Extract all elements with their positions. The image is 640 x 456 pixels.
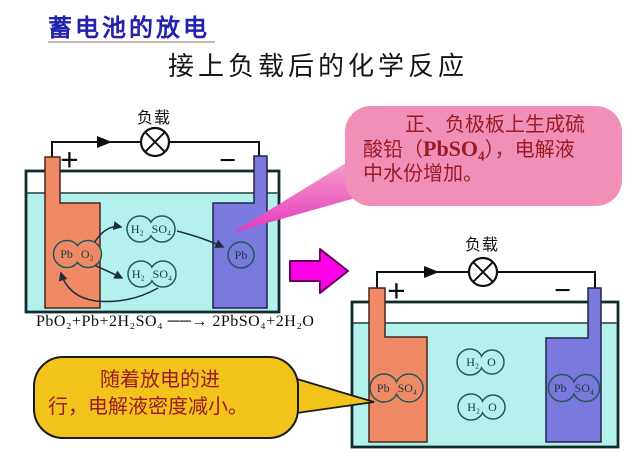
molecule-h2o-lower-shape: [457, 393, 506, 421]
molecule-pbo2-shape: [52, 239, 103, 269]
right-load-label: 负载: [465, 237, 500, 254]
discharge-equation: PbO₂+Pb+2H₂SO₄ ──→ 2PbSO₄+2H₂O: [36, 313, 315, 330]
current-arrow-icon: [97, 136, 112, 148]
molecule-pbso4-left-shape: [369, 373, 424, 403]
molecule-pbso4-left-label: Pb SO₄: [376, 381, 418, 395]
molecule-pbso4-right-shape: [547, 373, 601, 403]
molecule-h2o-upper-label: H₂ O: [466, 355, 496, 369]
pink-callout-text-start: 正、负极板上生成硫 酸铅（: [363, 114, 585, 161]
negative-electrode: [212, 155, 268, 309]
left-load-label: 负载: [137, 110, 172, 127]
current-arrow-icon: [424, 266, 439, 278]
pink-callout-text-end: ），电解液 中水份增加。: [363, 139, 575, 185]
molecule-pb-shape: [227, 241, 255, 269]
molecule-h2so4-upper-shape: [126, 215, 176, 243]
lamp-icon: [467, 256, 499, 288]
molecule-pbo2-label: Pb O₂: [60, 247, 94, 261]
pink-callout-bubble: 正、负极板上生成硫 酸铅（PbSO₄），电解液 中水份增加。: [345, 106, 622, 206]
right-battery-diagram: [350, 256, 620, 449]
right-negative-terminal-label: −: [554, 274, 572, 307]
molecule-h2o-lower-label: H₂ O: [467, 400, 497, 414]
molecule-h2so4-lower-shape: [127, 260, 177, 288]
pink-callout-text: 正、负极板上生成硫 酸铅（PbSO₄），电解液 中水份增加。: [345, 106, 622, 186]
lamp-icon: [139, 126, 171, 158]
title-underline: [48, 41, 215, 43]
molecule-h2so4-upper-label: H₂ SO₄: [130, 222, 172, 236]
left-battery-diagram: [24, 126, 281, 314]
molecule-h2so4-lower-label: H₂ SO₄: [131, 267, 173, 281]
page-title: 蓄电池的放电: [48, 14, 210, 42]
left-positive-terminal-label: +: [60, 143, 79, 179]
molecule-pbso4-right-label: Pb SO₄: [553, 381, 595, 395]
pink-callout-formula: PbSO₄: [423, 136, 485, 161]
negative-electrode: [545, 287, 602, 443]
right-positive-terminal-label: +: [387, 274, 406, 310]
molecule-pb-label: Pb: [234, 248, 248, 262]
pink-callout-tail: [232, 160, 359, 233]
page-subtitle: 接上负载后的化学反应: [168, 52, 469, 81]
positive-electrode: [368, 287, 428, 443]
transition-arrow-icon: [289, 248, 349, 294]
positive-electrode: [44, 156, 101, 309]
molecule-h2o-upper-shape: [456, 348, 505, 376]
yellow-callout-text: 随着放电的进 行，电解液密度减小。: [48, 369, 248, 418]
yellow-callout-bubble: 随着放电的进 行，电解液密度减小。: [33, 356, 299, 439]
left-negative-terminal-label: −: [219, 144, 237, 177]
